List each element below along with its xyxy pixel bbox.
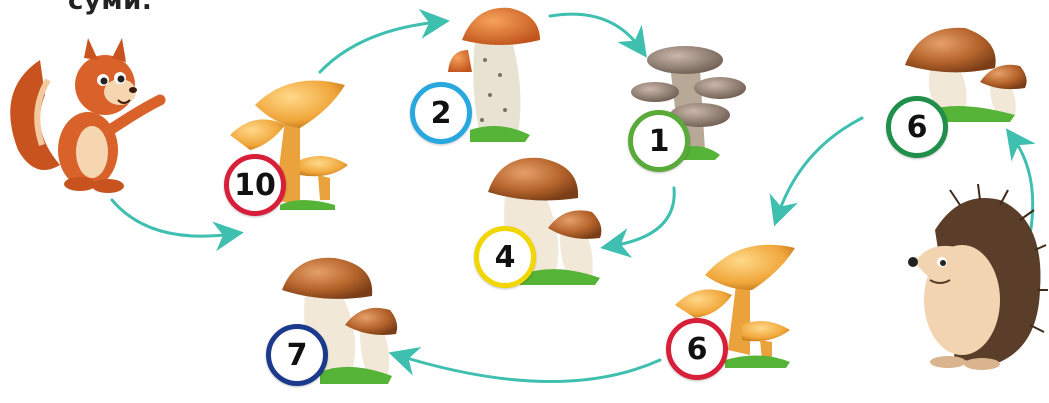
number-badge-6-top: 6 <box>886 96 948 158</box>
arrow-10-to-2 <box>320 22 438 72</box>
arrow-2-to-1 <box>550 14 640 48</box>
hedgehog-illustration <box>908 184 1048 370</box>
squirrel-illustration <box>10 38 160 193</box>
number-badge-2: 2 <box>410 82 472 144</box>
arrow-6-to-7 <box>400 356 660 382</box>
number-badge-1: 1 <box>628 110 690 172</box>
number-badge-4: 4 <box>474 226 536 288</box>
number-badge-10: 10 <box>224 154 286 216</box>
arrow-squirrel-to-10 <box>112 200 232 236</box>
number-badge-7: 7 <box>266 324 328 386</box>
number-badge-6: 6 <box>666 318 728 380</box>
arrow-1-to-4 <box>612 188 674 246</box>
arrow-6top-to-6 <box>778 118 862 215</box>
